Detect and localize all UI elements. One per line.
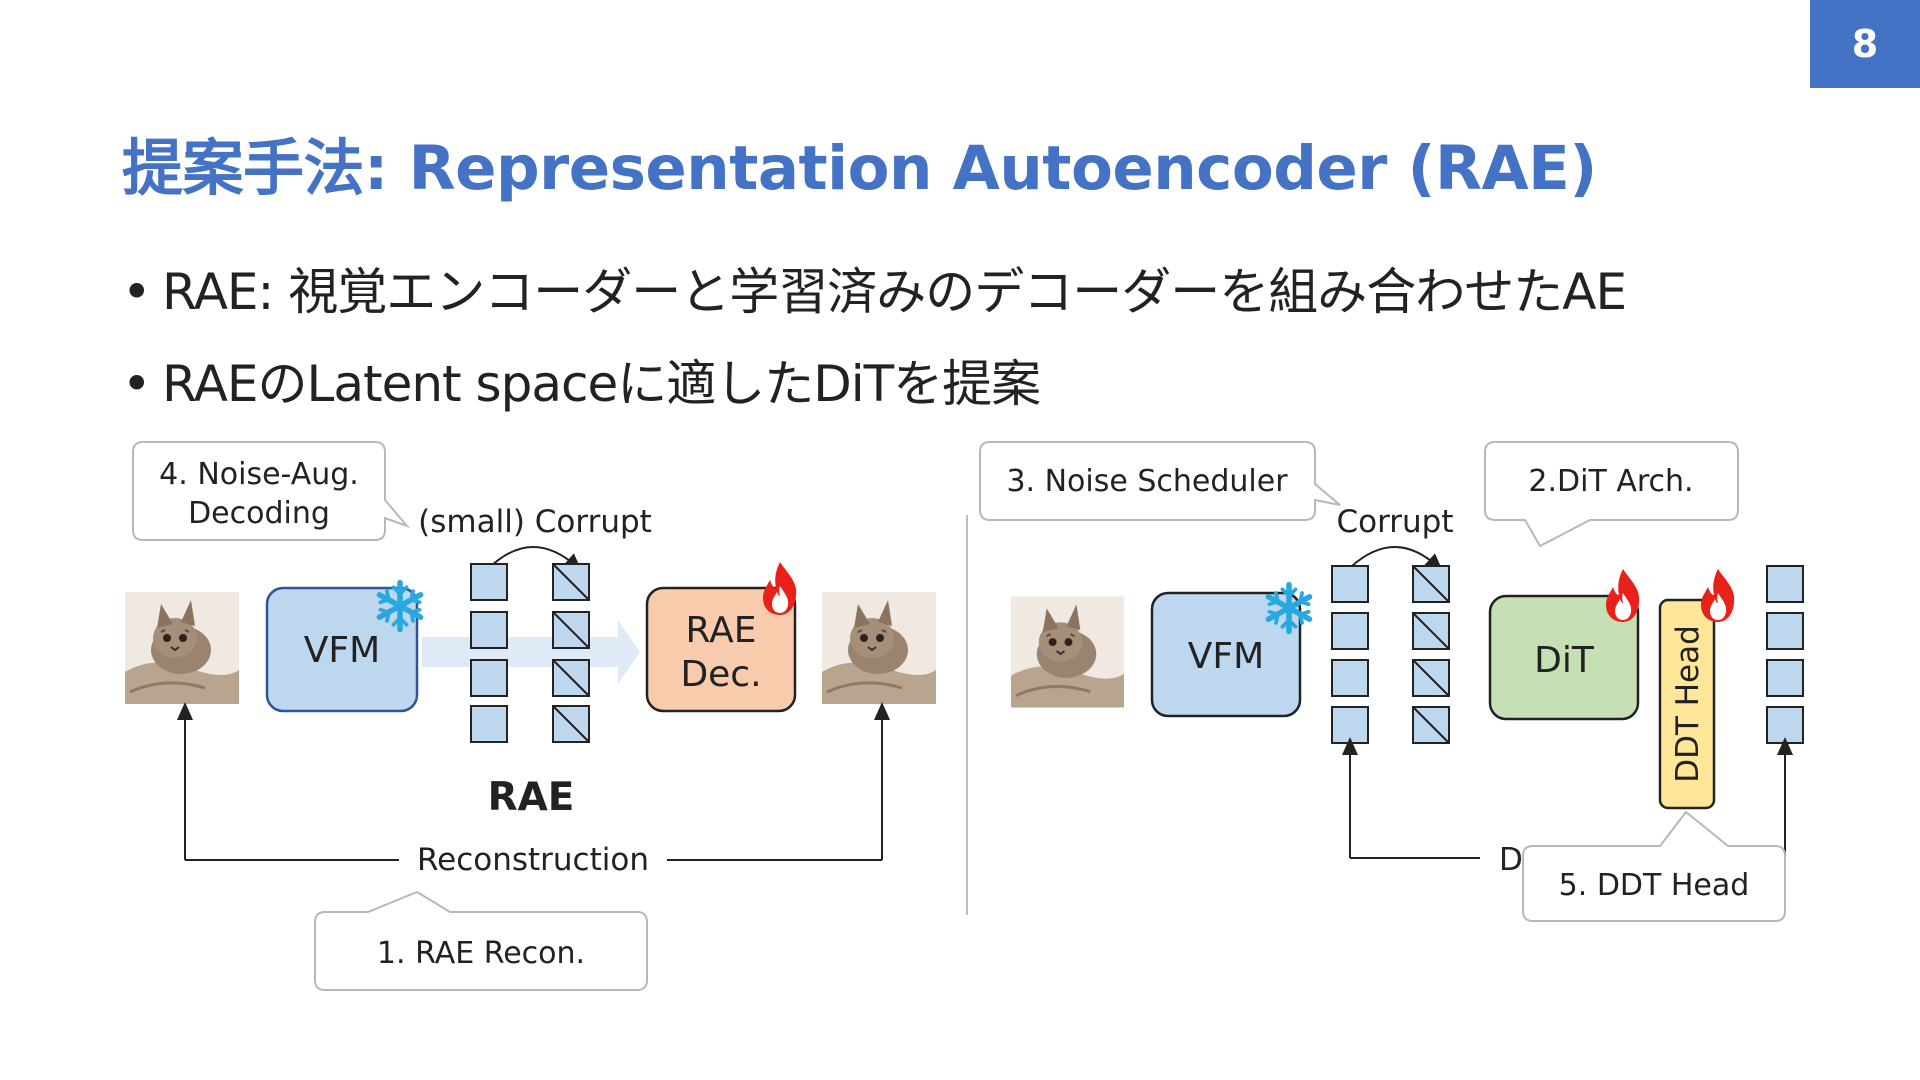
callout-text: 4. Noise-Aug. <box>159 457 359 492</box>
input-cat-image <box>125 592 239 704</box>
token <box>1766 565 1804 603</box>
token <box>470 705 508 743</box>
clean-tokens <box>1331 565 1369 744</box>
token <box>1331 565 1369 603</box>
rae-dec-label: RAE <box>686 610 757 651</box>
rae-dec-label: Dec. <box>680 654 761 695</box>
slide-title: 提案手法: Representation Autoencoder (RAE) <box>122 133 1597 204</box>
token <box>470 611 508 649</box>
corrupt-arrow <box>1351 546 1443 572</box>
vfm-label: VFM <box>304 630 380 671</box>
corrupted-tokens <box>1412 565 1450 744</box>
callout-text: 3. Noise Scheduler <box>1006 464 1288 499</box>
dit-label: DiT <box>1534 640 1595 681</box>
dit-block <box>1488 594 1640 721</box>
vfm-block <box>1150 591 1302 718</box>
callout-text: 2.DiT Arch. <box>1528 464 1693 499</box>
callout-dit-arch: 2.DiT Arch. <box>1484 441 1739 548</box>
reconstruction-label: Reconstruction <box>417 842 649 878</box>
bullet-item: •RAE: 視覚エンコーダーと学習済みのデコーダーを組み合わせたAE <box>122 263 1627 321</box>
callout-noise-scheduler: 3. Noise Scheduler <box>979 441 1341 521</box>
callout-text: Decoding <box>188 496 330 531</box>
output-cat-image <box>822 592 936 704</box>
corrupt-label: Corrupt <box>1336 504 1453 540</box>
bullet-text: RAE: 視覚エンコーダーと学習済みのデコーダーを組み合わせたAE <box>162 263 1627 321</box>
fire-icon <box>1701 569 1735 622</box>
rae-label: RAE <box>488 775 575 820</box>
token <box>1331 706 1369 744</box>
bullet-item: •RAEのLatent spaceに適したDiTを提案 <box>122 355 1041 413</box>
corrupt-label: (small) Corrupt <box>418 504 652 540</box>
token <box>1331 612 1369 650</box>
callout-ddt-head: 5. DDT Head <box>1522 810 1786 922</box>
ddt-head-block <box>1658 598 1716 810</box>
token <box>1766 706 1804 744</box>
token <box>1766 659 1804 697</box>
fire-icon <box>1606 569 1640 622</box>
callout-noise-aug-decoding: 4. Noise-Aug. Decoding <box>132 441 411 541</box>
bullet-list: •RAE: 視覚エンコーダーと学習済みのデコーダーを組み合わせたAE •RAEの… <box>122 262 1627 446</box>
token <box>1766 612 1804 650</box>
corrupted-tokens <box>552 563 590 743</box>
right-panel: 3. Noise Scheduler 2.DiT Arch. Corrupt V… <box>979 441 1804 922</box>
callout-rae-recon: 1. RAE Recon. <box>314 890 648 991</box>
bullet-text: RAEのLatent spaceに適したDiTを提案 <box>162 355 1041 413</box>
callout-text: 1. RAE Recon. <box>377 936 585 971</box>
page-number: 8 <box>1810 0 1920 88</box>
partial-label: D <box>1499 842 1523 878</box>
token <box>470 563 508 601</box>
corrupt-arrow <box>490 546 582 572</box>
callout-text: 5. DDT Head <box>1559 868 1750 903</box>
clean-tokens <box>470 563 508 743</box>
flow-arrow <box>422 620 640 684</box>
fire-icon <box>763 562 797 615</box>
left-panel: 4. Noise-Aug. Decoding (small) Corrupt V… <box>125 441 936 991</box>
input-cat-image <box>1011 596 1124 708</box>
token <box>470 659 508 697</box>
rae-decoder-block <box>645 586 797 713</box>
ddt-head-label: DDT Head <box>1670 625 1706 783</box>
vfm-label: VFM <box>1188 636 1264 677</box>
token <box>1331 659 1369 697</box>
output-tokens <box>1766 565 1804 744</box>
